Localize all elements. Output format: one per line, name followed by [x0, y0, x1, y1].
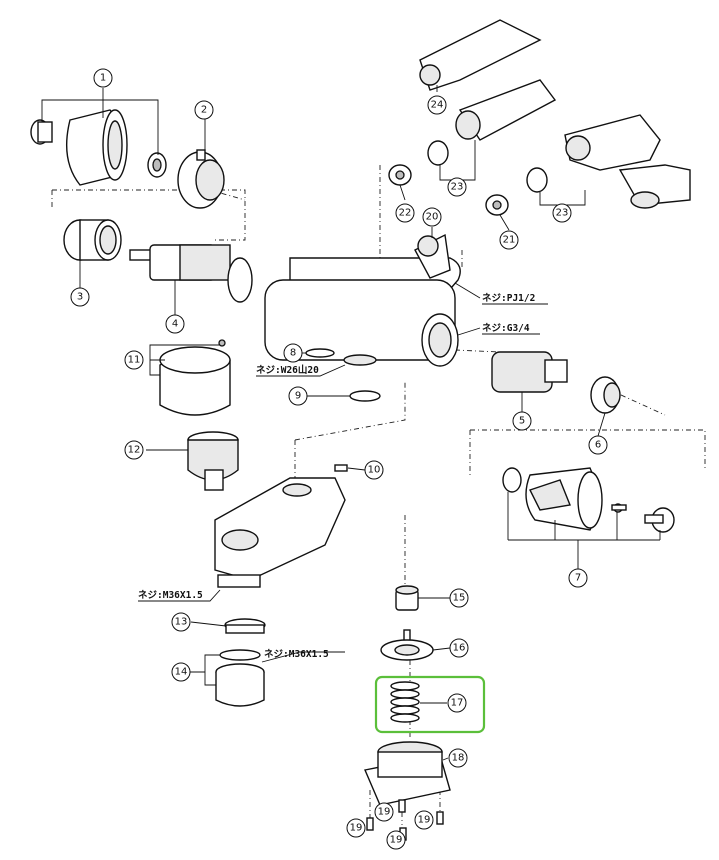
callout-circle [448, 748, 468, 768]
part-23-gaskets [427, 140, 548, 193]
callout-circles [70, 68, 608, 850]
thread-label-m36-left: ネジ:M36X1.5 [138, 590, 203, 601]
callout-label: 23 [451, 182, 464, 193]
callout-label: 19 [350, 823, 363, 834]
callout-label: 22 [399, 208, 412, 219]
part-24-bracket [419, 19, 542, 91]
callout-circle [288, 386, 308, 406]
callout-label: 24 [431, 100, 444, 111]
highlight-box-part-17 [374, 675, 486, 734]
part-10-screw [334, 464, 348, 472]
thread-label-m36-right: ネジ:M36X1.5 [264, 649, 329, 660]
callout-label: 7 [575, 573, 581, 584]
part-21-fitting [485, 194, 509, 216]
callout-label: 19 [390, 835, 403, 846]
part-3-nut [63, 219, 122, 261]
callout-circle [374, 802, 394, 822]
callout-label: 4 [172, 319, 178, 330]
part-11-cap [159, 339, 231, 416]
spout-body [214, 477, 346, 588]
thread-label-w26: ネジ:W26山20 [256, 364, 319, 376]
callout-circle [449, 638, 469, 658]
part-4-cartridge [129, 244, 253, 303]
part-22-fitting [388, 164, 412, 186]
callout-circle [171, 662, 191, 682]
part-14-nut [215, 649, 265, 707]
leader-lines [41, 85, 661, 761]
callout-circle [447, 177, 467, 197]
callout-labels: 1 2 3 4 5 6 7 8 9 10 11 12 13 14 15 16 1… [77, 73, 601, 846]
callout-label: 16 [453, 643, 466, 654]
callout-circle [447, 693, 467, 713]
callout-circle [588, 435, 608, 455]
callout-circle [93, 68, 113, 88]
outlet-arm-mid [455, 79, 557, 141]
callout-circle [422, 207, 442, 227]
part-16-diaphragm [380, 629, 434, 661]
callout-circle [165, 314, 185, 334]
callout-label: 3 [77, 292, 83, 303]
callout-label: 19 [418, 815, 431, 826]
part-20-elbow [414, 233, 451, 279]
callout-circle [449, 588, 469, 608]
part-13-aerator [224, 618, 266, 634]
callout-label: 2 [201, 105, 207, 116]
callout-label: 23 [556, 208, 569, 219]
callout-label: 19 [378, 807, 391, 818]
callout-label: 15 [453, 593, 466, 604]
callout-circle [427, 95, 447, 115]
callout-circle [283, 343, 303, 363]
callout-label: 20 [426, 212, 439, 223]
thread-label-pj: ネジ:PJ1/2 [482, 293, 535, 304]
callout-circle [124, 440, 144, 460]
callout-label: 21 [503, 235, 516, 246]
callout-circle [364, 460, 384, 480]
part-5-cartridge [491, 351, 568, 393]
callout-circle [512, 411, 532, 431]
part-6-ring [590, 376, 621, 414]
callout-circle [386, 830, 406, 850]
callout-label: 5 [519, 416, 525, 427]
thread-labels: ネジ:PJ1/2 ネジ:G3/4 ネジ:W26山20 ネジ:M36X1.5 ネジ… [138, 293, 548, 660]
part-1-handle [30, 109, 167, 186]
callout-circle [70, 287, 90, 307]
part-15-fitting [395, 585, 419, 611]
callout-circle [124, 350, 144, 370]
callout-circle [414, 810, 434, 830]
part-2-ring [177, 149, 225, 209]
callout-circle [171, 612, 191, 632]
part-17-spring [390, 681, 420, 723]
callout-label: 17 [451, 698, 464, 709]
callout-label: 13 [175, 617, 188, 628]
main-valve-body [264, 257, 461, 367]
callout-circle [194, 100, 214, 120]
callout-label: 8 [290, 348, 296, 359]
callout-label: 9 [295, 391, 301, 402]
part-18-base [364, 741, 451, 806]
callout-circle [552, 203, 572, 223]
callout-circle [395, 203, 415, 223]
callout-label: 6 [595, 440, 601, 451]
outlet-arm-right [564, 114, 691, 209]
callout-label: 11 [128, 355, 141, 366]
callout-label: 10 [368, 465, 381, 476]
callout-label: 14 [175, 667, 188, 678]
callout-label: 12 [128, 445, 141, 456]
part-12-valve-seat [187, 431, 239, 491]
callout-circle [568, 568, 588, 588]
part-7-handle-set [502, 467, 675, 533]
callout-label: 18 [452, 753, 465, 764]
callout-circle [499, 230, 519, 250]
callout-circle [346, 818, 366, 838]
thread-label-g34: ネジ:G3/4 [482, 323, 530, 334]
callout-label: 1 [100, 73, 106, 84]
